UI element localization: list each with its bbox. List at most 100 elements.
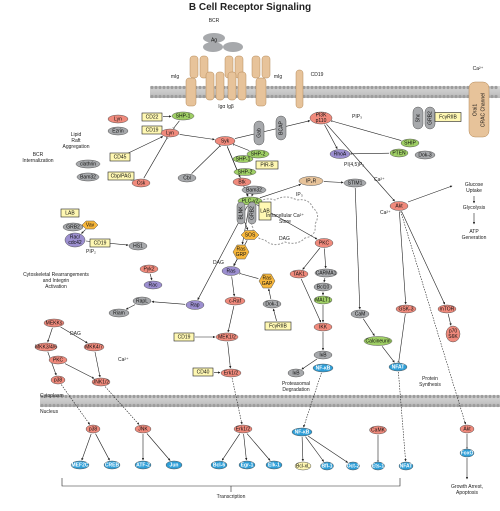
membrane-lipid-head bbox=[352, 403, 356, 408]
signal-edge-rasgap-ras bbox=[239, 272, 259, 279]
cd19-receptor bbox=[295, 69, 304, 109]
signal-edge-pkc1-tak1 bbox=[302, 247, 321, 270]
signal-edge-blnk-sos bbox=[244, 221, 249, 230]
membrane-lipid-head bbox=[60, 394, 64, 399]
node-label-line: GAP bbox=[262, 281, 273, 287]
node-label: Erk1/2 bbox=[224, 371, 239, 377]
membrane-lipid-head bbox=[412, 394, 416, 399]
membrane-lipid-head bbox=[128, 403, 132, 408]
membrane-lipid-head bbox=[274, 94, 278, 99]
membrane-lipid-head bbox=[164, 394, 168, 399]
membrane-lipid-head bbox=[286, 94, 290, 99]
node-label: Ras bbox=[227, 269, 236, 275]
membrane-lipid-head bbox=[392, 394, 396, 399]
membrane-lipid-head bbox=[384, 394, 388, 399]
membrane-lipid-head bbox=[440, 403, 444, 408]
membrane-lipid-head bbox=[136, 403, 140, 408]
membrane-lipid-head bbox=[182, 94, 186, 99]
node-label: CaM bbox=[355, 312, 366, 318]
node-label: Ets-1 bbox=[372, 464, 384, 470]
membrane-lipid-head bbox=[312, 403, 316, 408]
node-shape bbox=[313, 295, 333, 305]
signal-edge-nfkb2-bclxl bbox=[301, 436, 305, 462]
membrane-lipid-head bbox=[396, 394, 400, 399]
node-label-line: Ras bbox=[263, 276, 272, 282]
membrane-lipid-head bbox=[104, 394, 108, 399]
node-vav: Vav bbox=[81, 220, 99, 230]
membrane-lipid-head bbox=[342, 85, 346, 90]
membrane-lipid-head bbox=[480, 394, 484, 399]
node-shape bbox=[107, 126, 129, 136]
node-shape bbox=[329, 149, 351, 159]
node-label: MEK1/2 bbox=[218, 335, 236, 341]
node-bfl1: Bfl-1 bbox=[320, 461, 334, 471]
node-label: Akt bbox=[395, 204, 403, 210]
node-shape bbox=[192, 367, 214, 377]
membrane-lipid-head bbox=[124, 403, 128, 408]
note-line: ATP bbox=[469, 229, 479, 235]
node-label: SHP-2 bbox=[251, 152, 266, 158]
node-shape bbox=[48, 355, 68, 365]
signal-edge-jnk2-jun bbox=[146, 433, 171, 461]
note-ca3: Ca²⁺ bbox=[118, 357, 129, 363]
note-ip3: IP₃ bbox=[296, 192, 303, 198]
membrane-lipid-head bbox=[476, 394, 480, 399]
membrane-lipid-head bbox=[418, 94, 422, 99]
membrane-lipid-head bbox=[100, 403, 104, 408]
node-ets1: Ets-1 bbox=[371, 461, 385, 471]
membrane-lipid-head bbox=[220, 394, 224, 399]
node-shape bbox=[289, 269, 309, 279]
node-shape bbox=[160, 128, 180, 138]
node-shape bbox=[414, 150, 436, 160]
membrane-lipid-head bbox=[148, 394, 152, 399]
node-tak1: TAK1 bbox=[289, 269, 309, 279]
membrane-lipid-head bbox=[492, 403, 496, 408]
node-label: PLC-γ2 bbox=[242, 199, 259, 205]
membrane-lipid-head bbox=[264, 403, 268, 408]
membrane-lipid-head bbox=[56, 403, 60, 408]
node-label: Bam32 bbox=[246, 188, 262, 194]
node-label: Cbl bbox=[183, 176, 191, 182]
node-shape bbox=[165, 460, 183, 470]
membrane-lipid-head bbox=[282, 94, 286, 99]
membrane-lipid-head bbox=[212, 394, 216, 399]
node-cd19c: CD19 bbox=[89, 238, 111, 248]
nuclear-membrane bbox=[40, 395, 500, 407]
membrane-lipid-head bbox=[158, 85, 162, 90]
mig-left-label: mIg bbox=[171, 74, 180, 80]
membrane-lipid-head bbox=[350, 85, 354, 90]
node-shape bbox=[291, 427, 313, 437]
node-shape bbox=[437, 304, 457, 314]
membrane-lipid-head bbox=[196, 394, 200, 399]
note-line: Protein bbox=[422, 376, 438, 382]
node-bcl6: Bcl-6 bbox=[210, 460, 228, 470]
node-shape bbox=[108, 308, 130, 318]
membrane-lipid-head bbox=[228, 394, 232, 399]
node-shape bbox=[134, 460, 152, 470]
membrane-lipid-head bbox=[104, 403, 108, 408]
membrane-lipid-head bbox=[448, 403, 452, 408]
node-shape bbox=[434, 112, 462, 122]
membrane-lipid-head bbox=[496, 394, 500, 399]
membrane-lipid-head bbox=[56, 394, 60, 399]
signal-edge-shp1-lyn2 bbox=[172, 120, 180, 130]
membrane-lipid-head bbox=[344, 403, 348, 408]
membrane-lipid-head bbox=[236, 394, 240, 399]
node-shape bbox=[445, 325, 461, 343]
membrane-lipid-head bbox=[436, 394, 440, 399]
node-shape bbox=[371, 461, 385, 471]
membrane-lipid-head bbox=[410, 94, 414, 99]
note-line: BCR bbox=[33, 152, 44, 158]
node-cd40: CD40 bbox=[192, 367, 214, 377]
node-shape bbox=[107, 171, 135, 181]
membrane-lipid-head bbox=[494, 85, 498, 90]
membrane-lipid-head bbox=[176, 403, 180, 408]
membrane-lipid-head bbox=[276, 403, 280, 408]
membrane-lipid-head bbox=[378, 94, 382, 99]
membrane-lipid-head bbox=[300, 394, 304, 399]
node-label: IKK bbox=[319, 325, 328, 331]
node-shape bbox=[395, 304, 417, 314]
node-shape bbox=[139, 264, 159, 274]
membrane-lipid-head bbox=[364, 394, 368, 399]
membrane-lipid-head bbox=[252, 394, 256, 399]
